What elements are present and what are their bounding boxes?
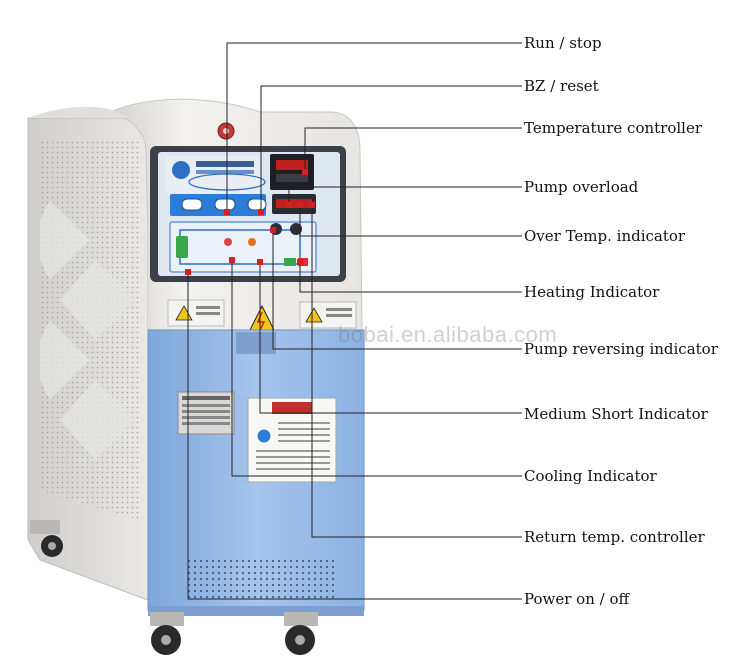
warning-stickers bbox=[167, 299, 357, 331]
leader-return-temp bbox=[311, 205, 522, 538]
label-temperature-controller: Temperature controller bbox=[524, 119, 703, 137]
leader-markers bbox=[185, 169, 315, 275]
leader-lines bbox=[187, 42, 522, 600]
label-cooling-indicator: Cooling Indicator bbox=[524, 467, 657, 485]
leader-pump-reversing bbox=[272, 230, 522, 350]
leader-cooling bbox=[231, 260, 522, 477]
cabinet-lower-body bbox=[147, 329, 365, 616]
label-return-temp-controller: Return temp. controller bbox=[524, 528, 705, 546]
label-power-on-off: Power on / off bbox=[524, 590, 630, 608]
label-pump-overload: Pump overload bbox=[524, 178, 639, 196]
leader-pump-overload bbox=[288, 186, 522, 205]
leader-bz-reset bbox=[260, 85, 522, 212]
label-medium-short-indicator: Medium Short Indicator bbox=[524, 405, 708, 423]
run-stop-knob bbox=[217, 122, 235, 140]
leader-run-stop bbox=[226, 42, 522, 212]
leader-medium-short bbox=[259, 262, 522, 414]
leader-power bbox=[187, 272, 522, 600]
label-over-temp-indicator: Over Temp. indicator bbox=[524, 227, 686, 245]
casters bbox=[30, 520, 318, 655]
label-pump-reversing-indicator: Pump reversing indicator bbox=[524, 340, 718, 358]
label-run-stop: Run / stop bbox=[524, 34, 602, 52]
leader-over-temp bbox=[299, 205, 522, 237]
label-bz-reset: BZ / reset bbox=[524, 77, 599, 95]
label-heating-indicator: Heating Indicator bbox=[524, 283, 660, 301]
cabinet-side-panel bbox=[27, 117, 149, 601]
leader-heating bbox=[299, 262, 522, 293]
control-panel bbox=[150, 146, 346, 282]
leader-temperature-controller bbox=[304, 127, 522, 172]
watermark-text: bobai.en.alibaba.com bbox=[338, 322, 558, 347]
